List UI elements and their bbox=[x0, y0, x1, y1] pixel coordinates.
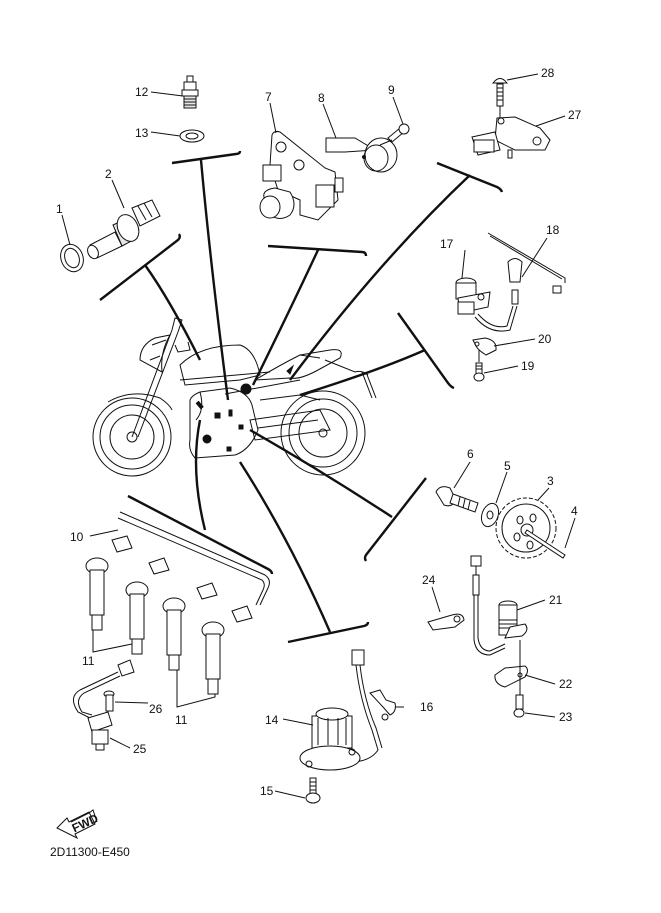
part-3-sprocket bbox=[495, 497, 557, 559]
bracket-oil-switch bbox=[171, 150, 242, 165]
part-2-temperature-sensor bbox=[87, 199, 161, 260]
callout-1: 1 bbox=[56, 202, 63, 216]
part-20-clamp bbox=[472, 337, 497, 356]
part-28-screw bbox=[491, 78, 509, 118]
callout-13: 13 bbox=[135, 126, 149, 140]
fwd-label: FWD bbox=[70, 811, 101, 835]
callout-17: 17 bbox=[440, 237, 454, 251]
part-1-gasket bbox=[60, 243, 84, 273]
leader-temp-sensor bbox=[144, 264, 202, 361]
part-22-plate bbox=[494, 665, 528, 688]
part-11-ignition-coils bbox=[85, 557, 225, 695]
part-7-throttle-sensor bbox=[259, 130, 344, 221]
callout-11b: 11 bbox=[175, 713, 188, 727]
leader-tps bbox=[251, 249, 320, 386]
part-8-tps-sensor bbox=[325, 137, 398, 173]
callout-9: 9 bbox=[388, 83, 395, 97]
callout-16: 16 bbox=[420, 700, 434, 714]
bracket-gear-switch bbox=[287, 621, 370, 644]
callout-5: 5 bbox=[504, 459, 511, 473]
callout-7: 7 bbox=[265, 90, 272, 104]
part-27-pressure-sensor bbox=[471, 116, 551, 159]
part-21-crank-sensor bbox=[470, 555, 528, 656]
callout-11a: 11 bbox=[82, 654, 95, 668]
leader-ignition bbox=[194, 419, 207, 531]
callout-3: 3 bbox=[547, 474, 554, 488]
leader-sprocket bbox=[249, 428, 393, 519]
group-leaders bbox=[99, 150, 504, 644]
part-24-cover bbox=[427, 613, 465, 631]
leader-map-sensor bbox=[289, 174, 471, 381]
callout-27: 27 bbox=[568, 108, 582, 122]
callout-6: 6 bbox=[467, 447, 474, 461]
part-12-oil-pressure-switch bbox=[181, 75, 199, 109]
callout-2: 2 bbox=[105, 167, 112, 181]
callout-8: 8 bbox=[318, 91, 325, 105]
leader-speed-sensor bbox=[299, 348, 426, 397]
motorcycle-outline bbox=[92, 317, 377, 477]
forward-direction-badge: FWD bbox=[56, 809, 101, 840]
part-6-flange-bolt bbox=[435, 486, 479, 513]
callout-28: 28 bbox=[541, 66, 555, 80]
callout-25: 25 bbox=[133, 742, 147, 756]
callout-4: 4 bbox=[571, 504, 578, 518]
part-10-ignition-harness bbox=[111, 511, 270, 623]
leader-oil-switch bbox=[199, 159, 230, 401]
part-4-pin bbox=[524, 529, 566, 559]
leader-gear-switch bbox=[238, 461, 332, 633]
bracket-tps bbox=[267, 244, 368, 257]
callout-14: 14 bbox=[265, 713, 279, 727]
bracket-map-sensor bbox=[436, 161, 504, 193]
callout-leaders bbox=[61, 73, 576, 799]
callout-10: 10 bbox=[70, 530, 84, 544]
callout-21: 21 bbox=[549, 593, 563, 607]
part-15-bolt bbox=[305, 777, 321, 804]
callout-labels: 1 2 3 4 5 6 7 8 9 10 11 11 12 13 14 15 1… bbox=[56, 66, 582, 798]
part-17-speed-sensor bbox=[455, 258, 523, 332]
part-23-bolt bbox=[513, 640, 525, 718]
callout-26: 26 bbox=[149, 702, 163, 716]
part-18-wire-lead bbox=[487, 232, 566, 294]
part-16-clamp bbox=[369, 689, 396, 721]
callout-19: 19 bbox=[521, 359, 535, 373]
bracket-sprocket bbox=[363, 477, 427, 562]
callout-18: 18 bbox=[546, 223, 560, 237]
bracket-ignition bbox=[127, 494, 274, 575]
part-26-bolt bbox=[103, 690, 115, 712]
callout-15: 15 bbox=[260, 784, 274, 798]
callout-22: 22 bbox=[559, 677, 573, 691]
bracket-speed-sensor bbox=[397, 312, 455, 390]
diagram-code: 2D11300-E450 bbox=[50, 845, 130, 859]
part-9-screw bbox=[379, 123, 410, 146]
part-25-cam-sensor bbox=[73, 659, 135, 751]
part-19-bolt bbox=[473, 350, 485, 382]
bracket-temp-sensor bbox=[99, 233, 181, 301]
callout-23: 23 bbox=[559, 710, 573, 724]
part-14-gear-switch bbox=[299, 649, 383, 771]
fwd-arrow-icon bbox=[56, 811, 96, 840]
callout-20: 20 bbox=[538, 332, 552, 346]
part-13-washer bbox=[179, 129, 205, 143]
callout-12: 12 bbox=[135, 85, 149, 99]
callout-24: 24 bbox=[422, 573, 436, 587]
